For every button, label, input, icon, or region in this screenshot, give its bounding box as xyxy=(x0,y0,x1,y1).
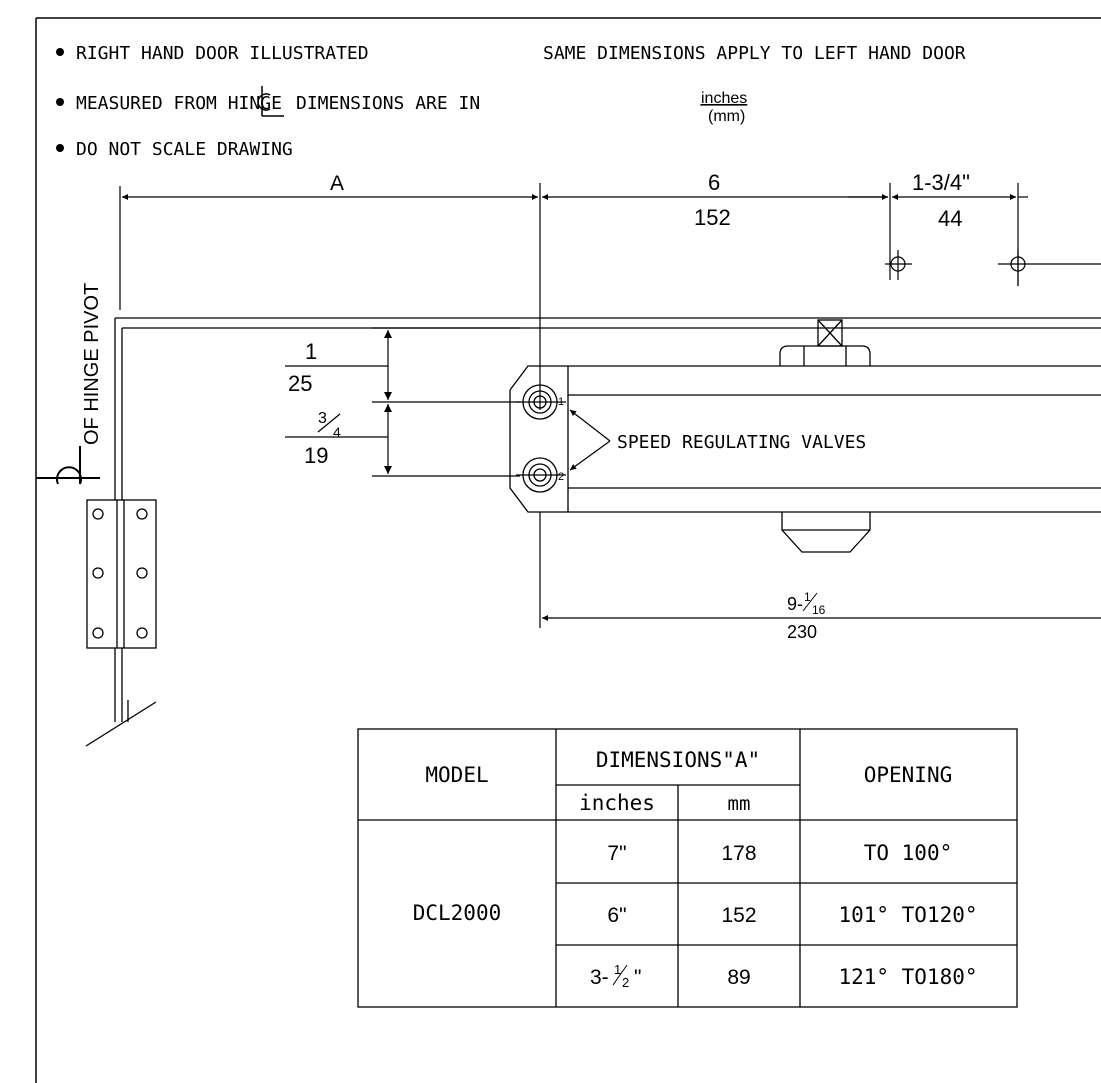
units-mm: (mm) xyxy=(708,108,745,125)
bullet-icon xyxy=(56,144,64,152)
table-row-2-mm: 152 xyxy=(721,904,756,927)
table-row-2-inches: 6" xyxy=(607,904,626,927)
note-do-not-scale: DO NOT SCALE DRAWING xyxy=(76,139,293,160)
door-frame xyxy=(85,317,1101,747)
note-dimensions-in: DIMENSIONS ARE IN xyxy=(296,93,480,114)
mounting-hole-icon xyxy=(998,250,1101,286)
table-header-inches: inches xyxy=(579,791,655,815)
dimension-six-inches: 6 xyxy=(708,170,720,195)
hinge-pivot-label: OF HINGE PIVOT xyxy=(36,283,103,485)
table-row-1-opening: TO 100° xyxy=(864,841,953,865)
top-dimensions xyxy=(119,183,1101,410)
valve-2-icon xyxy=(516,457,566,493)
table-row-3-inches-tail: " xyxy=(634,966,641,989)
valve-2-number: 2 xyxy=(558,471,564,483)
table-row-3-inches-den: 2 xyxy=(622,975,629,990)
table-row-1-mm: 178 xyxy=(721,842,756,865)
table-row-1-inches: 7" xyxy=(607,842,626,865)
dimension-threeq-mm: 19 xyxy=(304,443,328,468)
vertical-dimensions xyxy=(285,327,520,477)
table-model-value: DCL2000 xyxy=(413,901,502,925)
centerline-symbol-icon xyxy=(36,446,100,485)
table-row-2-opening: 101° TO120° xyxy=(838,903,977,927)
table-header-model: MODEL xyxy=(425,763,488,787)
dimension-one34-mm: 44 xyxy=(938,206,962,231)
dimension-nine-den: 16 xyxy=(812,603,826,617)
drawing-frame xyxy=(35,17,1101,1083)
speed-valves-label: SPEED REGULATING VALVES xyxy=(617,432,866,453)
dimension-one34-inches: 1-3/4" xyxy=(912,170,970,195)
dimension-nine-num: 1 xyxy=(804,590,811,604)
dimension-six-mm: 152 xyxy=(694,205,731,230)
bullet-icon xyxy=(56,98,64,106)
valve-leader xyxy=(569,409,611,471)
dimension-one-mm: 25 xyxy=(288,371,312,396)
dimension-one-inch: 1 xyxy=(305,339,317,364)
table-row-3-mm: 89 xyxy=(727,966,750,989)
mounting-hole-icon xyxy=(885,250,912,280)
closer-body xyxy=(509,319,1101,553)
dimension-threeq-den: 4 xyxy=(333,424,341,440)
hinge-pivot-text: OF HINGE PIVOT xyxy=(81,283,103,445)
table-row-3-opening: 121° TO180° xyxy=(838,965,977,989)
model-table: MODEL DIMENSIONS"A" inches mm OPENING DC… xyxy=(357,728,1018,1008)
table-header-mm: mm xyxy=(728,793,751,815)
dimension-threeq-num: 3 xyxy=(318,410,327,427)
units-inches: inches xyxy=(701,90,747,107)
table-header-dimensions: DIMENSIONS"A" xyxy=(596,748,760,772)
table-row-3-inches-whole: 3- xyxy=(590,966,609,989)
table-row-3-inches-num: 1 xyxy=(614,962,621,977)
hinge-plate xyxy=(86,499,157,649)
bullet-icon xyxy=(56,48,64,56)
dimension-nine-mm: 230 xyxy=(787,622,817,642)
dimension-nine-whole: 9- xyxy=(787,594,803,614)
table-header-opening: OPENING xyxy=(864,763,953,787)
valve-1-icon xyxy=(516,384,566,420)
centerline-symbol-icon xyxy=(257,86,284,117)
dimension-a-label: A xyxy=(330,172,344,195)
note-same-dimensions: SAME DIMENSIONS APPLY TO LEFT HAND DOOR xyxy=(543,43,966,64)
valve-1-number: 1 xyxy=(558,396,564,408)
notes-block: RIGHT HAND DOOR ILLUSTRATED SAME DIMENSI… xyxy=(56,43,966,160)
length-dimension xyxy=(539,512,1101,628)
note-right-hand: RIGHT HAND DOOR ILLUSTRATED xyxy=(76,43,369,64)
note-measured-from: MEASURED FROM HINGE xyxy=(76,93,282,114)
